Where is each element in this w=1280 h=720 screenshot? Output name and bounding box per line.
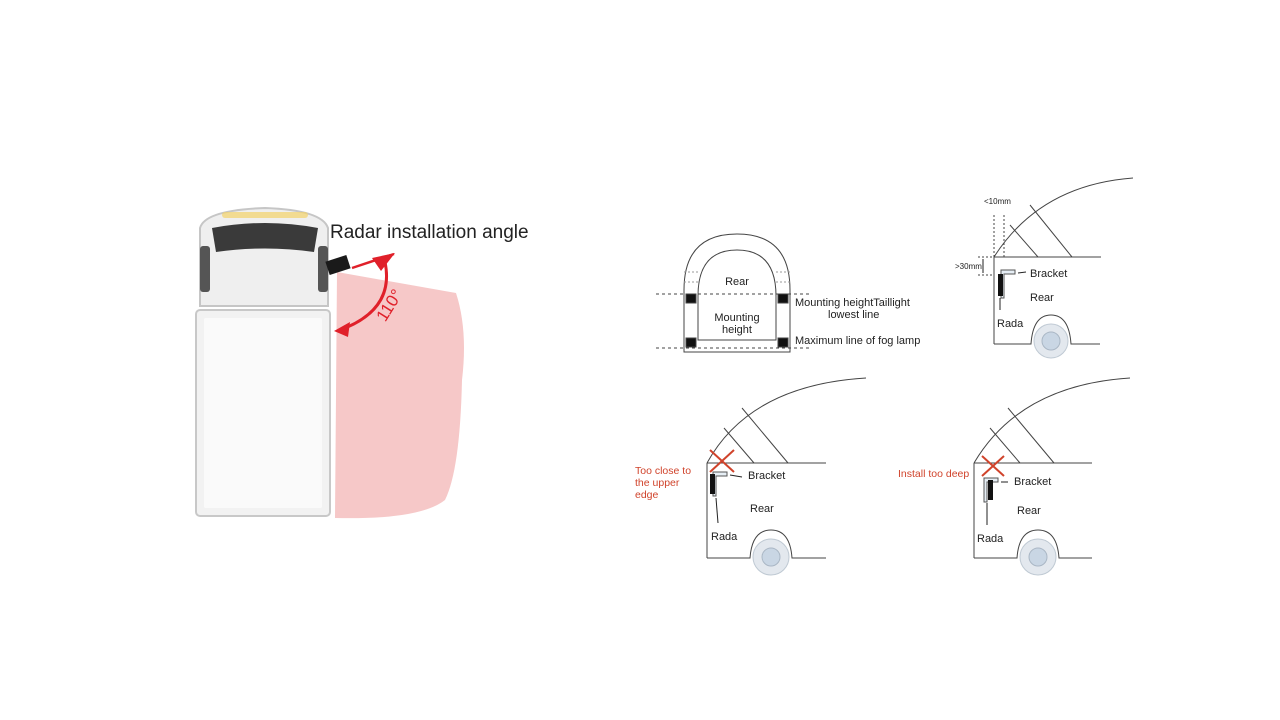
mounting-height-label: Mounting heightTaillight (795, 297, 910, 309)
radar-sensor-icon (325, 254, 351, 276)
mounting-label-2: height (722, 324, 752, 336)
rada-label: Rada (711, 531, 738, 543)
angle-arrowhead-bottom-icon (334, 322, 350, 337)
rear-view-panel (656, 233, 812, 353)
error-cross-icon (981, 455, 1005, 477)
warning-line-1: Too close to (635, 465, 691, 477)
mounting-label-1: Mounting (714, 312, 759, 324)
radar-sensor-icon (710, 474, 715, 494)
fog-lamp-label: Maximum line of fog lamp (795, 335, 920, 347)
radar-sensor-icon (988, 480, 993, 500)
rear-label: Rear (725, 276, 749, 288)
warning-label: Install too deep (898, 468, 969, 480)
bracket-label: Bracket (1014, 476, 1051, 488)
rada-label: Rada (997, 318, 1024, 330)
radar-coverage-area (335, 272, 464, 519)
radar-sensor-icon (998, 274, 1003, 296)
angle-arc (339, 261, 388, 332)
taillight-lowest-label: lowest line (828, 309, 879, 321)
rada-label: Rada (977, 533, 1004, 545)
taillight-left-icon (685, 293, 697, 304)
warning-line-3: edge (635, 489, 659, 501)
wrong-install-2-panel (973, 377, 1131, 559)
foglamp-right-icon (777, 337, 789, 348)
error-cross-icon (709, 449, 735, 473)
truck-icon (195, 206, 331, 517)
wrong-install-1-panel (706, 377, 867, 559)
warning-line-2: the upper (635, 477, 680, 489)
rear-label: Rear (750, 503, 774, 515)
foglamp-left-icon (685, 337, 697, 348)
rear-label: Rear (1030, 292, 1054, 304)
bracket-label: Bracket (1030, 268, 1067, 280)
bracket-label: Bracket (748, 470, 785, 482)
truck-panel: Radar installation angle 110° (195, 206, 529, 519)
dim-left-label: >30mm (955, 262, 982, 271)
radar-angle-title: Radar installation angle (330, 222, 529, 243)
taillight-right-icon (777, 293, 789, 304)
dim-top-label: <10mm (984, 197, 1011, 206)
angle-arrowhead-top-icon (372, 253, 395, 271)
rear-label: Rear (1017, 505, 1041, 517)
